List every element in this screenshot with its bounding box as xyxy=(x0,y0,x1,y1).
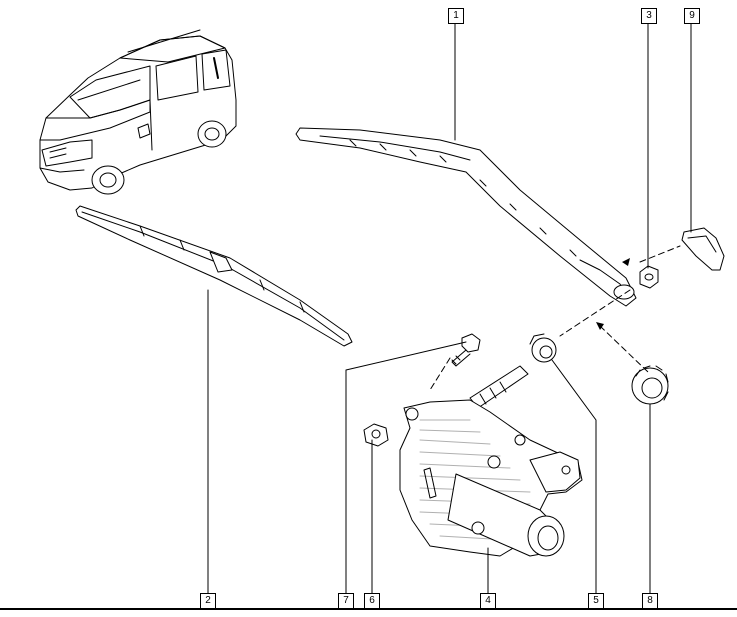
wiper-motor-part xyxy=(399,365,583,557)
grommet-part xyxy=(529,333,557,363)
callout-8: 8 xyxy=(642,593,658,609)
callout-7: 7 xyxy=(338,593,354,609)
bottom-border xyxy=(0,608,737,610)
spacer-nut-part xyxy=(363,423,389,447)
callout-4: 4 xyxy=(480,593,496,609)
callout-1: 1 xyxy=(448,8,464,24)
callout-3: 3 xyxy=(641,8,657,24)
bolt-part xyxy=(451,333,481,367)
callout-2: 2 xyxy=(200,593,216,609)
assembly-arrows xyxy=(596,258,630,330)
wiper-blade-part xyxy=(75,205,353,347)
callout-9: 9 xyxy=(684,8,700,24)
assembly-lines xyxy=(429,245,681,391)
callout-6: 6 xyxy=(364,593,380,609)
nut-part xyxy=(639,265,659,289)
wiper-arm-part xyxy=(295,127,637,307)
gear-cap-part xyxy=(631,365,669,405)
van-illustration xyxy=(39,29,237,195)
callout-5: 5 xyxy=(588,593,604,609)
arm-cap-part xyxy=(681,227,725,271)
leader-lines xyxy=(207,21,692,594)
